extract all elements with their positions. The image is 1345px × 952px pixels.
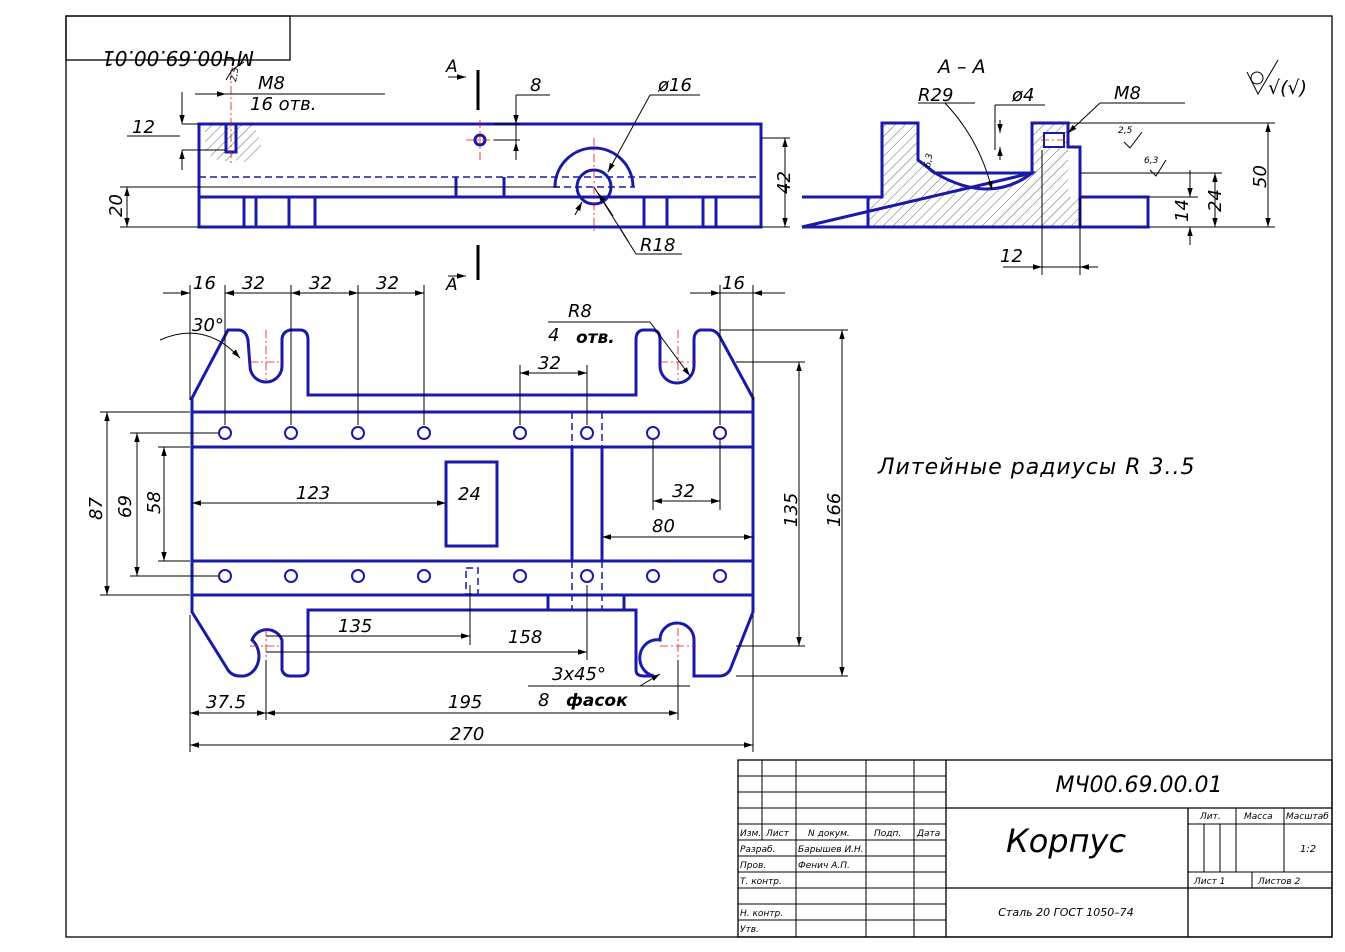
tb-lit: Лит.: [1199, 812, 1221, 822]
dim-270: 270: [450, 724, 484, 745]
tb-prov-name: Фенич А.П.: [798, 861, 850, 871]
tb-scale: 1:2: [1300, 844, 1316, 855]
tb-doc: N докум.: [808, 829, 850, 839]
dim-16-left: 16: [193, 273, 216, 294]
dim-r29: R29: [918, 85, 953, 106]
chamfer-label: фасок: [566, 691, 628, 711]
dim-r8: R8: [568, 301, 592, 322]
dim-32-c: 32: [376, 273, 399, 294]
dim-32-a: 32: [242, 273, 265, 294]
tb-izm: Изм.: [740, 829, 761, 839]
plan-view: 16 32 32 32 16 30° R8 4 отв. 32 87 69 58: [86, 273, 848, 752]
holes-lower-row: [218, 569, 727, 583]
chamfer-size: 3x45°: [552, 664, 606, 685]
roughness-general: √(√): [1268, 77, 1307, 99]
front-view: А А 12 M8 16 отв. 2,5 8 ø16 R18 2: [106, 57, 795, 295]
dim-80: 80: [652, 516, 675, 537]
dim-195: 195: [448, 692, 482, 713]
chamfer-count: 8: [538, 690, 549, 711]
dim-87: 87: [86, 497, 107, 520]
tb-tkontr: Т. контр.: [740, 877, 782, 887]
dim-69: 69: [115, 495, 136, 518]
dim-m8-front: M8: [258, 73, 285, 94]
dim-8-front: 8: [530, 75, 541, 96]
tb-date: Дата: [916, 829, 940, 839]
section-label: А – А: [936, 56, 986, 78]
tb-massa: Масса: [1244, 812, 1273, 822]
dim-58: 58: [144, 491, 165, 514]
dim-42: 42: [774, 171, 795, 194]
code-mirrored-text: МЧ00.69.00.01: [102, 46, 254, 70]
tb-sheet: Лист 1: [1193, 877, 1225, 887]
title-block: Изм. Лист N докум. Подп. Дата Разраб. Ба…: [737, 759, 1333, 938]
dim-37-5: 37.5: [206, 692, 246, 713]
tb-masshtab: Масштаб: [1286, 812, 1329, 822]
holes4-count: 4: [548, 325, 559, 346]
roughness-6-3-a: 6,3: [923, 152, 935, 168]
section-view: А – А R29 ø4 M8 6,3 2,5 6,3 50: [801, 56, 1307, 275]
roughness-6-3-b: 6,3: [1144, 156, 1159, 166]
angle-30: 30°: [192, 315, 224, 336]
dim-32-b: 32: [309, 273, 332, 294]
tb-razrab: Разраб.: [740, 845, 775, 855]
tb-material: Сталь 20 ГОСТ 1050–74: [998, 906, 1134, 919]
casting-radii-note: Литейные радиусы R 3..5: [877, 455, 1195, 480]
sheet-border: [65, 15, 1333, 938]
dim-20-front: 20: [106, 194, 127, 217]
tb-utv: Утв.: [740, 925, 759, 935]
tb-code: МЧ00.69.00.01: [1055, 773, 1222, 798]
dim-32-e: 32: [672, 481, 695, 502]
dim-135-vertical: 135: [781, 493, 802, 527]
tb-sheets: Листов 2: [1257, 877, 1300, 887]
dim-14: 14: [1172, 199, 1193, 222]
dim-r18: R18: [640, 235, 675, 256]
dim-123: 123: [296, 483, 330, 504]
roughness-2-5-front: 2,5: [229, 66, 241, 82]
tb-nkontr: Н. контр.: [740, 909, 783, 919]
code-box-mirrored: МЧ00.69.00.01: [65, 15, 291, 70]
dim-16-right: 16: [722, 273, 745, 294]
dim-m8-section: M8: [1114, 83, 1141, 104]
dim-32-d: 32: [538, 353, 561, 374]
tb-razrab-name: Барышев И.Н.: [798, 845, 864, 855]
dim-158: 158: [508, 627, 542, 648]
tb-part-name: Корпус: [1006, 822, 1126, 860]
dim-50: 50: [1250, 165, 1271, 188]
dim-24-plan: 24: [458, 484, 481, 505]
dim-phi16: ø16: [657, 75, 692, 96]
dim-135-horizontal: 135: [338, 616, 372, 637]
dim-12-section: 12: [1000, 246, 1023, 267]
cut-mark-bottom: А: [445, 275, 458, 295]
holes16-label: 16 отв.: [250, 94, 316, 115]
roughness-2-5-section: 2,5: [1118, 126, 1133, 136]
tb-list: Лист: [765, 829, 790, 839]
dim-24-section: 24: [1205, 189, 1226, 212]
dim-12-front: 12: [132, 117, 155, 138]
dim-phi4: ø4: [1011, 85, 1034, 106]
holes4-label: отв.: [576, 328, 615, 348]
cut-mark-top: А: [445, 57, 458, 77]
dim-166: 166: [824, 493, 845, 527]
holes-upper-row: [218, 426, 727, 440]
tb-sign: Подп.: [874, 829, 901, 839]
tb-prov: Пров.: [740, 861, 766, 871]
